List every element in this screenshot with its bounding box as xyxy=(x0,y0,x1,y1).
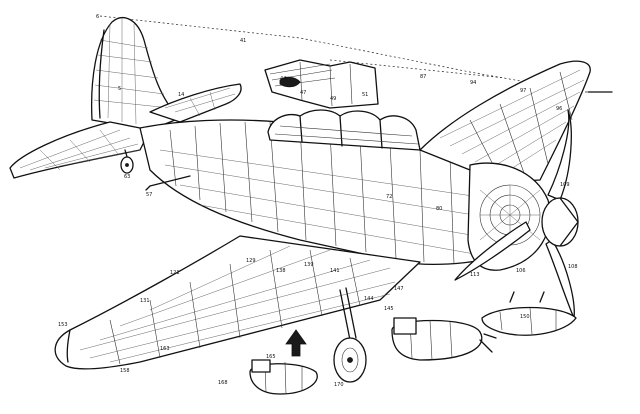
callout-c15: 108 xyxy=(568,264,578,270)
callout-c1: 6 xyxy=(96,14,99,20)
callout-c21: 141 xyxy=(330,268,340,274)
propeller xyxy=(454,109,579,319)
callout-c17: 121 xyxy=(170,270,180,276)
direction-arrow xyxy=(285,329,307,357)
bomb-small xyxy=(249,359,318,395)
callout-c35: 72 xyxy=(386,194,392,200)
callout-c20: 139 xyxy=(304,262,314,268)
callout-c25: 150 xyxy=(520,314,530,320)
callout-c26: 153 xyxy=(58,322,68,328)
callout-c10: 94 xyxy=(470,80,476,86)
arrester-hook xyxy=(145,175,191,191)
callout-c32: 129 xyxy=(246,258,256,264)
canopy xyxy=(267,109,421,151)
callout-c34: 63 xyxy=(124,174,130,180)
callout-c33: 57 xyxy=(146,192,152,198)
main-landing-gear xyxy=(333,287,367,383)
callout-c24: 147 xyxy=(394,286,404,292)
callout-c5: 47 xyxy=(300,90,306,96)
callout-c4: 41 xyxy=(240,38,246,44)
callout-c22: 144 xyxy=(364,296,374,302)
callout-c30: 168 xyxy=(218,380,228,386)
callout-c9: 87 xyxy=(420,74,426,80)
callout-c31: 170 xyxy=(334,382,344,388)
tail-wheel xyxy=(120,149,134,174)
callout-c27: 158 xyxy=(120,368,130,374)
callout-c12: 96 xyxy=(556,106,562,112)
callout-c3: 14 xyxy=(178,92,184,98)
tailplane-right xyxy=(149,83,242,123)
dimension-line-top xyxy=(99,15,561,89)
callout-c11: 97 xyxy=(520,88,526,94)
callout-c16: 113 xyxy=(470,272,480,278)
callout-c36: 80 xyxy=(436,206,442,212)
callout-c23: 145 xyxy=(384,306,394,312)
callout-c18: 131 xyxy=(140,298,150,304)
tailplane-left xyxy=(9,121,151,179)
callout-c13: 109 xyxy=(560,182,570,188)
callout-c29: 165 xyxy=(266,354,276,360)
vertical-fin xyxy=(91,17,181,131)
callout-c28: 163 xyxy=(160,346,170,352)
callout-c8: 44 xyxy=(280,76,286,82)
rear-gun-inset xyxy=(264,59,379,109)
callout-c6: 49 xyxy=(330,96,336,102)
drop-tank xyxy=(481,291,577,336)
wing-near xyxy=(54,235,421,370)
callout-c7: 51 xyxy=(362,92,368,98)
callout-c19: 138 xyxy=(276,268,286,274)
callout-c2: 5 xyxy=(118,86,121,92)
wing-far xyxy=(419,60,591,183)
bomb-large xyxy=(391,317,497,361)
callout-c14: 106 xyxy=(516,268,526,274)
